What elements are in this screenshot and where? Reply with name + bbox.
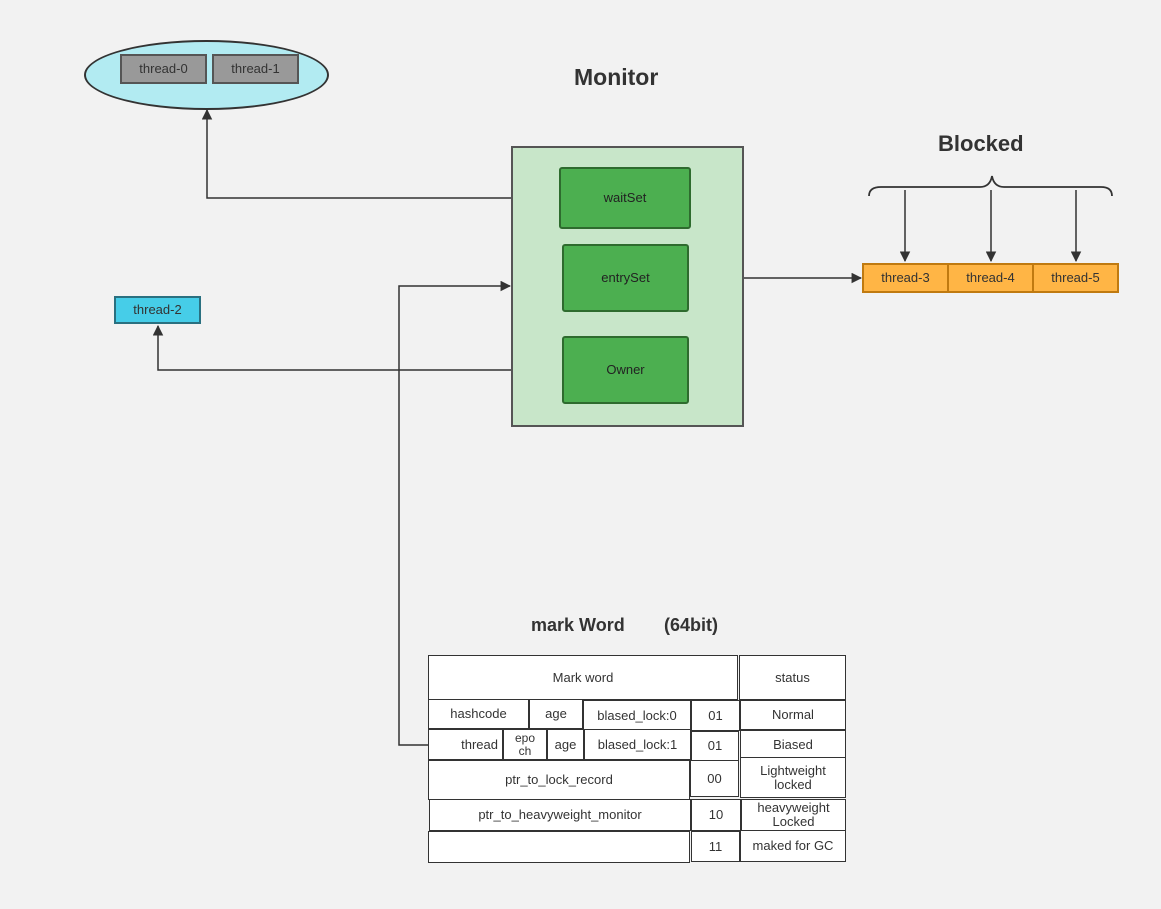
biased-epoch: epo ch xyxy=(503,729,547,760)
wait-set-label: waitSet xyxy=(603,190,647,205)
biased-age: age xyxy=(547,729,584,760)
lightweight-ptr: ptr_to_lock_record xyxy=(428,760,690,800)
header-mark-word: Mark word xyxy=(428,655,738,700)
owner-thread-box: thread-2 xyxy=(114,296,201,324)
biased-thread: thread xyxy=(428,729,503,760)
owner-thread-label: thread-2 xyxy=(133,302,182,317)
wait-thread-label: thread-1 xyxy=(231,61,280,76)
wait-set-box: waitSet xyxy=(559,167,691,229)
normal-age: age xyxy=(529,699,583,729)
gc-status: maked for GC xyxy=(740,830,846,862)
owner-label: Owner xyxy=(606,362,645,377)
lightweight-bits: 00 xyxy=(690,760,739,797)
wait-thread-label: thread-0 xyxy=(139,61,188,76)
normal-hashcode: hashcode xyxy=(428,699,529,729)
blocked-title: Blocked xyxy=(938,131,1024,156)
gc-ptr xyxy=(428,831,690,863)
normal-bits: 01 xyxy=(691,700,740,731)
normal-status: Normal xyxy=(740,700,846,730)
blocked-thread-label: thread-5 xyxy=(1051,270,1100,285)
biased-status: Biased xyxy=(740,730,846,760)
monitor-title: Monitor xyxy=(574,64,659,90)
blocked-thread-label: thread-4 xyxy=(966,270,1015,285)
mark-word-title: mark Word xyxy=(531,615,625,635)
blocked-thread-5: thread-5 xyxy=(1032,263,1119,293)
heavyweight-ptr: ptr_to_heavyweight_monitor xyxy=(429,799,691,831)
biased-bits: 01 xyxy=(691,731,739,761)
waitset-to-pool-arrow xyxy=(201,108,559,199)
wait-thread-1: thread-1 xyxy=(212,54,299,84)
heavyweight-status: heavyweight Locked xyxy=(741,799,846,831)
mark-word-bits: (64bit) xyxy=(664,615,718,635)
biased-biased-lock: blased_lock:1 xyxy=(584,729,691,760)
blocked-brace xyxy=(868,175,1113,197)
markword-to-monitor-arrow xyxy=(398,280,512,746)
owner-box: Owner xyxy=(562,336,689,404)
heavyweight-bits: 10 xyxy=(691,799,741,831)
blocked-thread-4: thread-4 xyxy=(947,263,1034,293)
blocked-thread-label: thread-3 xyxy=(881,270,930,285)
header-status: status xyxy=(739,655,846,700)
blocked-thread-3: thread-3 xyxy=(862,263,949,293)
lightweight-status: Lightweight locked xyxy=(740,757,846,798)
normal-biased-lock: blased_lock:0 xyxy=(583,700,691,731)
gc-bits: 11 xyxy=(691,831,740,862)
entry-set-box: entrySet xyxy=(562,244,689,312)
owner-to-thread2-arrow xyxy=(152,324,563,371)
entry-set-label: entrySet xyxy=(601,270,650,285)
wait-thread-0: thread-0 xyxy=(120,54,207,84)
